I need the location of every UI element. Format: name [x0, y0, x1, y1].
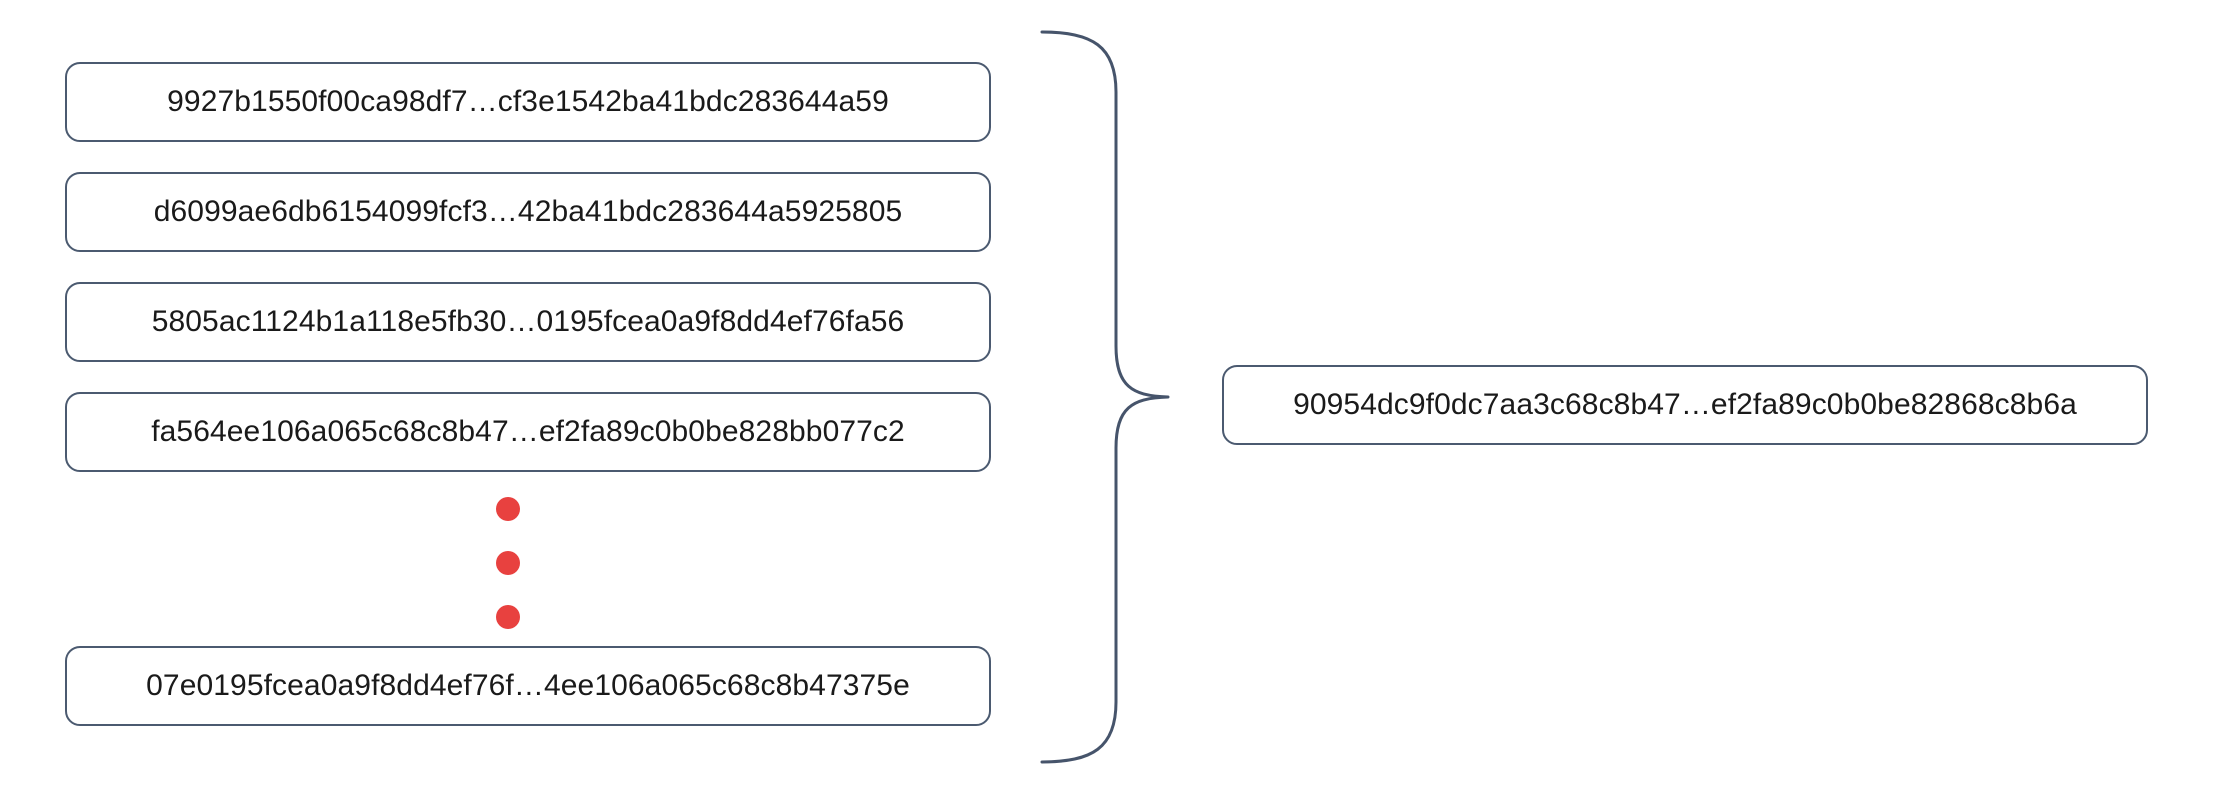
- aggregated-hash-label: 90954dc9f0dc7aa3c68c8b47…ef2fa89c0b0be82…: [1293, 388, 2077, 421]
- aggregated-hash-box[interactable]: 90954dc9f0dc7aa3c68c8b47…ef2fa89c0b0be82…: [1222, 365, 2148, 445]
- vertical-ellipsis-icon: [494, 497, 522, 629]
- hash-box-2[interactable]: d6099ae6db6154099fcf3…42ba41bdc283644a59…: [65, 172, 991, 252]
- hash-box-4[interactable]: fa564ee106a065c68c8b47…ef2fa89c0b0be828b…: [65, 392, 991, 472]
- hash-box-last[interactable]: 07e0195fcea0a9f8dd4ef76f…4ee106a065c68c8…: [65, 646, 991, 726]
- hash-box-4-label: fa564ee106a065c68c8b47…ef2fa89c0b0be828b…: [151, 415, 905, 448]
- ellipsis-dot-1: [496, 497, 520, 521]
- hash-box-3-label: 5805ac1124b1a118e5fb30…0195fcea0a9f8dd4e…: [151, 305, 905, 338]
- hash-box-last-label: 07e0195fcea0a9f8dd4ef76f…4ee106a065c68c8…: [146, 669, 910, 702]
- hash-box-2-label: d6099ae6db6154099fcf3…42ba41bdc283644a59…: [153, 195, 903, 228]
- hash-box-1-label: 9927b1550f00ca98df7…cf3e1542ba41bdc28364…: [167, 85, 889, 118]
- hash-box-3[interactable]: 5805ac1124b1a118e5fb30…0195fcea0a9f8dd4e…: [65, 282, 991, 362]
- hash-box-1[interactable]: 9927b1550f00ca98df7…cf3e1542ba41bdc28364…: [65, 62, 991, 142]
- ellipsis-dot-2: [496, 551, 520, 575]
- ellipsis-dot-3: [496, 605, 520, 629]
- curly-brace-icon: [1040, 30, 1170, 764]
